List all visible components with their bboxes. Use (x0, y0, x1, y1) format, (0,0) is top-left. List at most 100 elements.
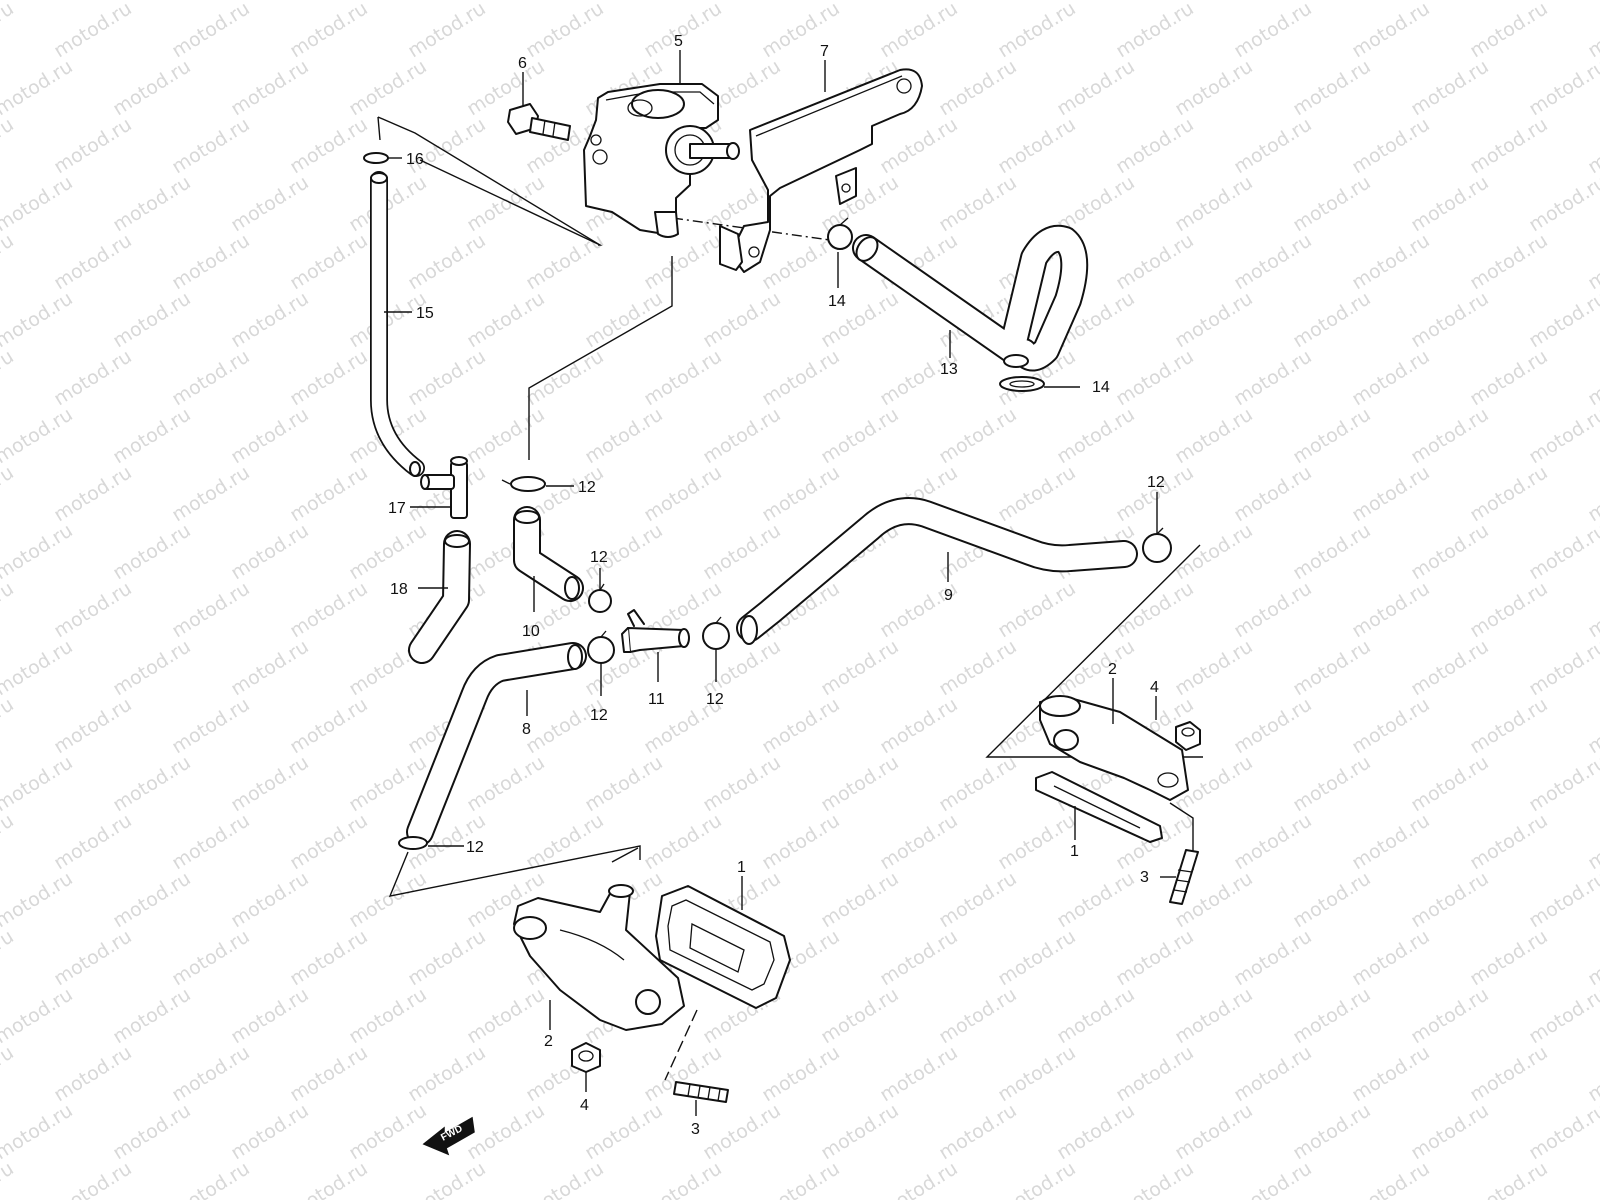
watermark-text: motod.ru (1112, 345, 1198, 410)
watermark-text: motod.ru (1348, 113, 1434, 178)
watermark-text: motod.ru (1053, 403, 1139, 468)
callout-13: 13 (940, 361, 958, 378)
watermark-text: motod.ru (1112, 229, 1198, 294)
watermark-text: motod.ru (1466, 925, 1552, 990)
watermark-text: motod.ru (168, 925, 254, 990)
watermark-text: motod.ru (640, 345, 726, 410)
callout-14-upper: 14 (828, 293, 846, 310)
watermark-text: motod.ru (817, 867, 903, 932)
watermark-text: motod.ru (758, 345, 844, 410)
callout-12-c: 12 (590, 707, 608, 724)
watermark-text: motod.ru (1407, 287, 1493, 352)
watermark-text: motod.ru (1230, 1157, 1316, 1200)
watermark-text: motod.ru (1348, 693, 1434, 758)
watermark-text: motod.ru (522, 345, 608, 410)
callout-1-left: 1 (737, 859, 746, 876)
watermark-text: motod.ru (1407, 635, 1493, 700)
clamp-12-a (510, 476, 546, 492)
watermark-text: motod.ru (1289, 403, 1375, 468)
watermark-text: motod.ru (1348, 925, 1434, 990)
watermark-text: motod.ru (1584, 113, 1600, 178)
watermark-text: motod.ru (640, 229, 726, 294)
watermark-text: motod.ru (0, 635, 77, 700)
watermark-text: motod.ru (994, 0, 1080, 62)
clamps-part-12 (398, 476, 1172, 850)
watermark-text: motod.ru (1584, 1041, 1600, 1106)
watermark-text: motod.ru (1466, 345, 1552, 410)
watermark-text: motod.ru (109, 1099, 195, 1164)
watermark-text: motod.ru (227, 55, 313, 120)
nut-part-4-left (571, 1042, 601, 1073)
watermark-text: motod.ru (1525, 1099, 1600, 1164)
watermark-text: motod.ru (758, 693, 844, 758)
watermark-text: motod.ru (286, 925, 372, 990)
watermark-text: motod.ru (404, 229, 490, 294)
watermark-text: motod.ru (1584, 0, 1600, 62)
leader-lines (384, 50, 1176, 1116)
watermark-text: motod.ru (463, 287, 549, 352)
watermark-text: motod.ru (50, 229, 136, 294)
callout-12-b: 12 (590, 549, 608, 566)
watermark-text: motod.ru (1584, 925, 1600, 990)
watermark-text: motod.ru (227, 403, 313, 468)
watermark-text: motod.ru (168, 461, 254, 526)
watermark-text: motod.ru (1230, 0, 1316, 62)
watermark-text: motod.ru (286, 461, 372, 526)
watermark-text: motod.ru (1584, 1157, 1600, 1200)
watermark-text: motod.ru (1348, 345, 1434, 410)
watermark-text: motod.ru (345, 867, 431, 932)
watermark-text: motod.ru (0, 925, 18, 990)
watermark-text: motod.ru (463, 751, 549, 816)
watermark-text: motod.ru (1348, 1041, 1434, 1106)
watermark-text: motod.ru (227, 751, 313, 816)
clamp-part-16 (363, 152, 389, 164)
watermark-text: motod.ru (1407, 983, 1493, 1048)
watermark-text: motod.ru (50, 461, 136, 526)
hose-part-13 (852, 224, 1089, 372)
watermark-text: motod.ru (1230, 113, 1316, 178)
watermark-text: motod.ru (50, 0, 136, 62)
watermark-text: motod.ru (522, 1157, 608, 1200)
watermark-text: motod.ru (758, 1157, 844, 1200)
watermark-text: motod.ru (1407, 1099, 1493, 1164)
callout-15: 15 (416, 305, 434, 322)
callout-7: 7 (820, 43, 829, 60)
watermark-text: motod.ru (168, 229, 254, 294)
watermark-text: motod.ru (286, 0, 372, 62)
watermark-text: motod.ru (1407, 171, 1493, 236)
watermark-text: motod.ru (286, 1041, 372, 1106)
callout-1-right: 1 (1070, 843, 1079, 860)
watermark-text: motod.ru (1230, 461, 1316, 526)
watermark-text: motod.ru (345, 1099, 431, 1164)
watermark-text: motod.ru (994, 925, 1080, 990)
watermark-text: motod.ru (109, 171, 195, 236)
watermark-text: motod.ru (1584, 809, 1600, 874)
hose-part-8 (406, 642, 587, 846)
watermark-text: motod.ru (817, 403, 903, 468)
watermark-text: motod.ru (168, 1041, 254, 1106)
watermark-text: motod.ru (1230, 925, 1316, 990)
watermark-text: motod.ru (1230, 229, 1316, 294)
watermark-text: motod.ru (109, 751, 195, 816)
watermark-text: motod.ru (1466, 693, 1552, 758)
watermark-text: motod.ru (1289, 519, 1375, 584)
watermark-text: motod.ru (699, 1099, 785, 1164)
watermark-text: motod.ru (227, 635, 313, 700)
watermark-text: motod.ru (50, 1157, 136, 1200)
watermark-text: motod.ru (1171, 1099, 1257, 1164)
watermark-text: motod.ru (581, 751, 667, 816)
watermark-text: motod.ru (1053, 635, 1139, 700)
watermark-text: motod.ru (0, 519, 77, 584)
watermark-text: motod.ru (1584, 345, 1600, 410)
watermark-text: motod.ru (935, 171, 1021, 236)
watermark-text: motod.ru (1466, 577, 1552, 642)
watermark-text: motod.ru (1171, 519, 1257, 584)
watermark-text: motod.ru (168, 1157, 254, 1200)
callout-2-right: 2 (1108, 661, 1117, 678)
watermark-text: motod.ru (463, 171, 549, 236)
watermark-text: motod.ru (0, 345, 18, 410)
watermark-text: motod.ru (935, 635, 1021, 700)
watermark-text: motod.ru (994, 809, 1080, 874)
watermark-text: motod.ru (168, 577, 254, 642)
callout-18: 18 (390, 581, 408, 598)
